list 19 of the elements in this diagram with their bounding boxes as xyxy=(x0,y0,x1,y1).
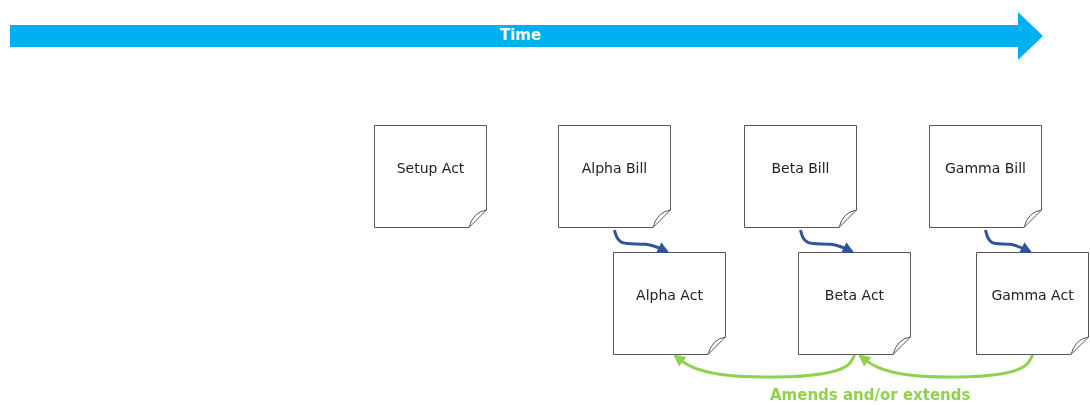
document-card xyxy=(613,252,726,355)
document-card xyxy=(976,252,1089,355)
document-card xyxy=(929,125,1042,228)
document-title: Gamma Act xyxy=(990,286,1075,304)
arrow xyxy=(984,229,1033,254)
document-title: Alpha Act xyxy=(635,286,704,304)
document-card xyxy=(798,252,911,355)
arrow xyxy=(673,354,856,379)
document-card xyxy=(558,125,671,228)
document-card xyxy=(744,125,857,228)
axis-label: Time xyxy=(500,26,542,44)
document-title: Gamma Bill xyxy=(944,159,1027,177)
document-title: Alpha Bill xyxy=(580,159,649,177)
arrow xyxy=(858,354,1034,379)
document-card xyxy=(374,125,487,228)
document-title: Beta Act xyxy=(823,286,886,304)
document-title: Beta Bill xyxy=(770,159,831,177)
arrow-caption: Amends and/or extends xyxy=(770,386,971,404)
document-title: Setup Act xyxy=(395,159,466,177)
